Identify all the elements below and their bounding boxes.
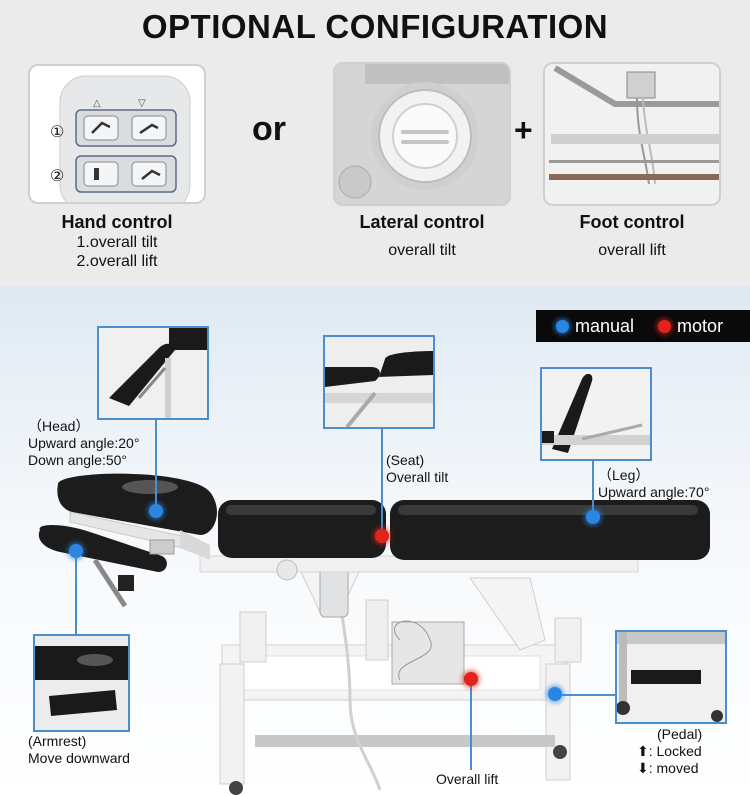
seat-label: (Seat) Overall tilt (386, 452, 448, 486)
leg-connector-line (592, 461, 594, 517)
pedal-connector-line (560, 694, 616, 696)
seat-motor-point (375, 529, 389, 543)
lateral-control-heading: Lateral control (359, 212, 485, 232)
armrest-label: (Armrest) Move downward (28, 733, 130, 767)
lateral-control-line-1: overall tilt (388, 242, 456, 259)
armrest-inset-image (33, 634, 130, 732)
seat-label-desc: Overall tilt (386, 469, 449, 485)
hand-control-image: △ ▽ ① ② (28, 64, 206, 204)
or-text: or (252, 110, 286, 148)
legend: manual motor (536, 310, 750, 342)
leg-label-desc: Upward angle:70° (598, 484, 710, 500)
head-section-photo (99, 328, 207, 418)
hand-control-badge-2: ② (50, 168, 65, 185)
armrest-connector-line (75, 550, 77, 634)
seat-label-title: (Seat) (386, 452, 425, 468)
manual-dot-icon (556, 319, 569, 333)
svg-text:▽: ▽ (138, 98, 146, 109)
leg-manual-point (586, 510, 600, 524)
leg-section-photo (542, 369, 650, 459)
pedal-label-title: (Pedal) (657, 726, 703, 742)
pedal-label-moved: ⬇: moved (637, 760, 699, 776)
head-connector-line (155, 420, 157, 512)
lift-connector-line (470, 684, 472, 770)
motor-dot-icon (658, 319, 672, 333)
hand-control-heading: Hand control (61, 212, 173, 232)
remote-icon: △ ▽ (59, 75, 191, 202)
seat-connector-line (381, 429, 383, 537)
armrest-photo (35, 636, 128, 730)
lift-label: Overall lift (436, 771, 499, 787)
leg-label: （Leg） Upward angle:70° (598, 467, 709, 501)
armrest-manual-point (69, 544, 83, 558)
pedal-label-locked: ⬆: Locked (637, 743, 702, 759)
optional-configuration-section: OPTIONAL CONFIGURATION △ ▽ ① ② Hand cont… (0, 0, 750, 286)
armrest-label-desc: Move downward (28, 750, 130, 766)
lateral-control-image (333, 62, 511, 206)
leg-inset-image (540, 367, 652, 461)
pedal-manual-point (548, 687, 562, 701)
lateral-knob-icon (335, 64, 509, 204)
head-label-down: Down angle:50° (28, 452, 127, 468)
plus-text: + (514, 112, 533, 148)
leg-label-title: （Leg） (598, 467, 650, 483)
seat-section-photo (325, 337, 433, 427)
legend-motor-label: motor (677, 315, 724, 336)
foot-control-line-1: overall lift (598, 242, 666, 259)
seat-inset-image (323, 335, 435, 429)
legend-manual-label: manual (575, 315, 635, 336)
head-label: （Head） Upward angle:20° Down angle:50° (28, 418, 139, 469)
head-inset-image (97, 326, 209, 420)
svg-text:△: △ (93, 98, 101, 109)
armrest-label-title: (Armrest) (28, 733, 87, 749)
hand-control-badge-1: ① (50, 124, 65, 141)
section-title: OPTIONAL CONFIGURATION (141, 8, 609, 45)
hand-control-line-2: 2.overall lift (76, 253, 158, 270)
pedal-inset-image (615, 630, 727, 724)
head-manual-point (149, 504, 163, 518)
hand-control-line-1: 1.overall tilt (76, 234, 158, 251)
pedal-photo (617, 632, 725, 722)
pedal-label: (Pedal) ⬆: Locked ⬇: moved (637, 726, 702, 777)
hand-control-caption: Hand control 1.overall tilt 2.overall li… (28, 212, 206, 271)
foot-control-image (543, 62, 721, 206)
head-label-up: Upward angle:20° (28, 435, 140, 451)
lateral-control-caption: Lateral control overall tilt (333, 212, 511, 260)
foot-control-heading: Foot control (579, 212, 685, 232)
lift-motor-point (464, 672, 478, 686)
head-label-title: （Head） (28, 418, 90, 434)
foot-pedal-icon (545, 64, 719, 204)
foot-control-caption: Foot control overall lift (543, 212, 721, 260)
